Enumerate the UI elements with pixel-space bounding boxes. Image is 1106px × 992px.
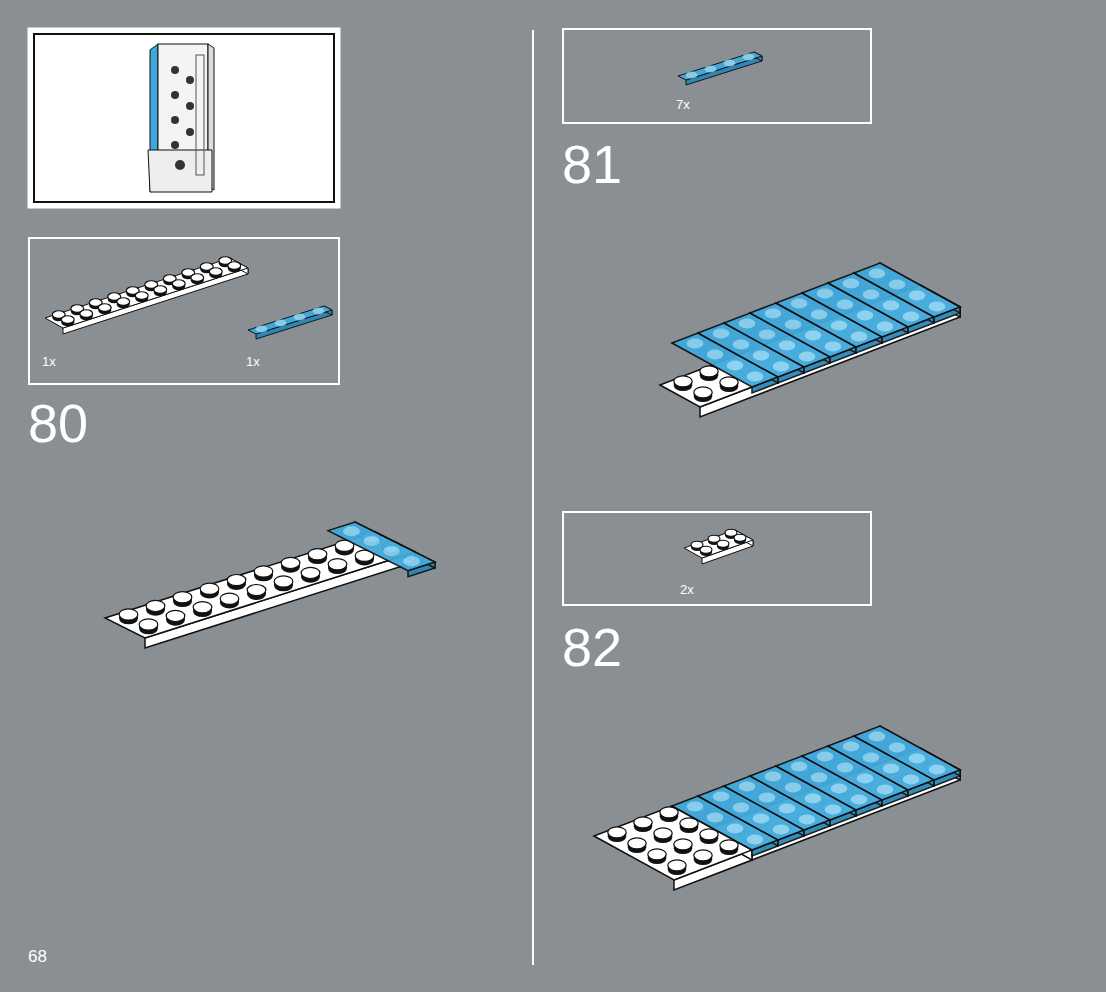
step-number: 81 [562,137,622,191]
blue-tile [854,263,960,323]
part-quantity: 1x [42,355,56,368]
submodel-picture [148,44,214,192]
blue-tile [678,52,762,85]
submodel-inner-frame [34,34,334,202]
blue-tile [854,726,960,786]
white-plate [45,257,248,334]
parts-callout-box: 2x [562,511,872,606]
page-number: 68 [28,948,47,965]
step-number: 80 [28,396,88,450]
parts-callout-box: 7x [562,28,872,124]
step-pictures [45,52,960,890]
part-quantity: 2x [680,583,694,596]
page-divider [532,30,534,965]
white-plate [684,529,753,564]
part-quantity: 7x [676,98,690,111]
parts-callout-box: 1x 1x [28,237,340,385]
blue-tile [248,306,332,339]
submodel-frame [29,29,339,207]
blue-tile [328,522,435,577]
part-quantity: 1x [246,355,260,368]
step-number: 82 [562,620,622,674]
